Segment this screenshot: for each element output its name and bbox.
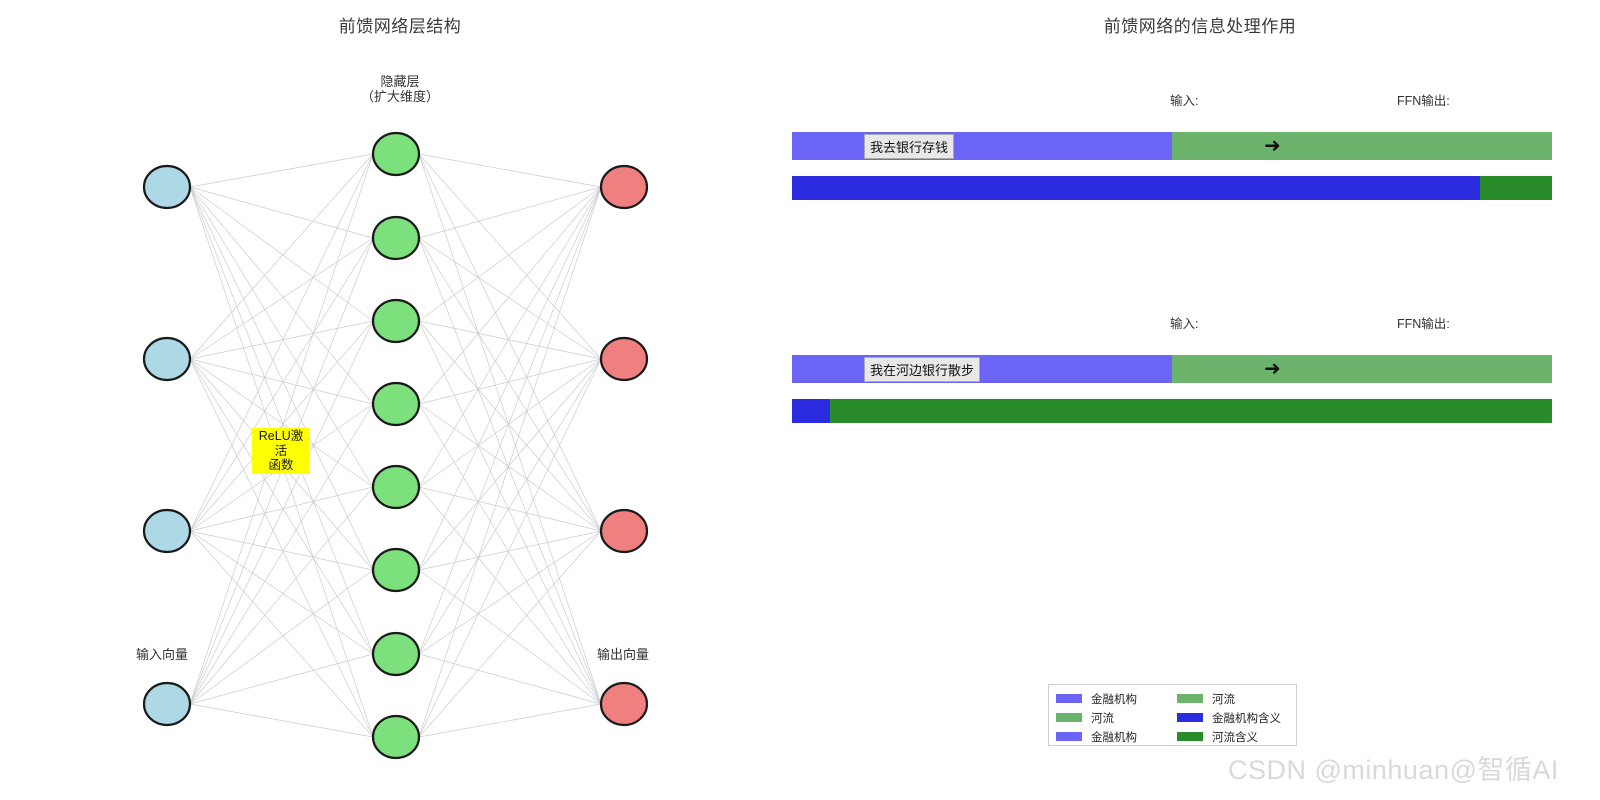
- river-meaning-bar-2: [830, 399, 1552, 423]
- input-node: [142, 508, 192, 554]
- ffn-information-processing-panel: 前馈网络的信息处理作用 输入: FFN输出: 我去银行存钱 ➜ 输入: FFN输…: [792, 0, 1600, 800]
- hidden-layer-label-line2: （扩大维度）: [360, 89, 439, 104]
- hidden-node: [371, 631, 421, 677]
- legend-box: 金融机构河流金融机构 河流金融机构含义河流含义: [1048, 684, 1297, 746]
- feedforward-layer-diagram-panel: 前馈网络层结构 隐藏层 （扩大维度） 输入向量 输出向量 ReLU激活 函数: [136, 17, 650, 760]
- legend-label: 河流: [1212, 693, 1235, 706]
- finance-meaning-bar-2: [792, 399, 830, 423]
- legend-item: 金融机构: [1056, 727, 1137, 746]
- io-bar-row-1: 我去银行存钱 ➜: [792, 132, 1552, 160]
- output-node: [599, 681, 649, 727]
- legend-swatch: [1056, 732, 1082, 741]
- ffn-output-bar-1: [1172, 132, 1552, 160]
- legend-swatch: [1056, 713, 1082, 722]
- input-bar-1: [792, 132, 1172, 160]
- input-vector-label: 输入向量: [136, 647, 189, 662]
- sentence-chip-1: 我去银行存钱: [864, 134, 955, 159]
- hidden-node: [371, 714, 421, 760]
- sentence-chip-2: 我在河边银行散步: [864, 357, 981, 382]
- legend-swatch: [1177, 713, 1203, 722]
- legend-swatch: [1177, 694, 1203, 703]
- finance-meaning-bar-1: [792, 176, 1480, 200]
- legend-label: 金融机构: [1091, 731, 1137, 744]
- output-node: [599, 164, 649, 210]
- input-header-2: 输入:: [1170, 317, 1199, 331]
- input-node: [142, 336, 192, 382]
- neural-network-graphic: [142, 131, 649, 760]
- hidden-layer-label: 隐藏层 （扩大维度）: [340, 74, 460, 104]
- network-edges: [189, 153, 602, 738]
- legend-label: 河流: [1091, 712, 1114, 725]
- hidden-node: [371, 547, 421, 593]
- hidden-layer-label-line1: 隐藏层: [380, 74, 420, 89]
- left-panel-title: 前馈网络层结构: [338, 17, 462, 36]
- hidden-node: [371, 381, 421, 427]
- legend-item: 金融机构含义: [1177, 708, 1281, 727]
- network-nodes: [142, 131, 649, 760]
- legend-swatch: [1056, 694, 1082, 703]
- legend-column-1: 金融机构河流金融机构: [1056, 689, 1137, 746]
- ffn-output-bar-2: [1172, 355, 1552, 383]
- legend-item: 金融机构: [1056, 689, 1137, 708]
- legend-label: 河流含义: [1212, 731, 1258, 744]
- arrow-icon-2: ➜: [1264, 356, 1281, 380]
- legend-item: 河流: [1177, 689, 1281, 708]
- legend-label: 金融机构含义: [1212, 712, 1281, 725]
- meaning-bar-row-2: [792, 399, 1552, 423]
- input-node: [142, 681, 192, 727]
- legend-item: 河流: [1056, 708, 1137, 727]
- relu-activation-label: ReLU激活 函数: [252, 428, 310, 474]
- hidden-node: [371, 215, 421, 261]
- hidden-node: [371, 131, 421, 177]
- legend-item: 河流含义: [1177, 727, 1281, 746]
- legend-label: 金融机构: [1091, 693, 1137, 706]
- legend-column-2: 河流金融机构含义河流含义: [1177, 689, 1281, 746]
- meaning-bar-row-1: [792, 176, 1552, 200]
- relu-label-line2: 函数: [268, 458, 294, 472]
- output-header-2: FFN输出:: [1397, 317, 1450, 331]
- right-panel-title: 前馈网络的信息处理作用: [1103, 17, 1297, 36]
- watermark: CSDN @minhuan@智循AI: [1228, 755, 1559, 785]
- input-bar-2: [792, 355, 1172, 383]
- legend-swatch: [1177, 732, 1203, 741]
- hidden-node: [371, 298, 421, 344]
- hidden-node: [371, 464, 421, 510]
- input-node: [142, 164, 192, 210]
- river-meaning-bar-1: [1479, 176, 1552, 200]
- relu-label-line1: ReLU激活: [258, 429, 304, 458]
- io-bar-row-2: 我在河边银行散步 ➜: [792, 355, 1552, 383]
- output-header-1: FFN输出:: [1397, 94, 1450, 108]
- input-header-1: 输入:: [1170, 94, 1199, 108]
- arrow-icon-1: ➜: [1264, 133, 1281, 157]
- output-node: [599, 508, 649, 554]
- output-vector-label: 输出向量: [597, 647, 650, 662]
- output-node: [599, 336, 649, 382]
